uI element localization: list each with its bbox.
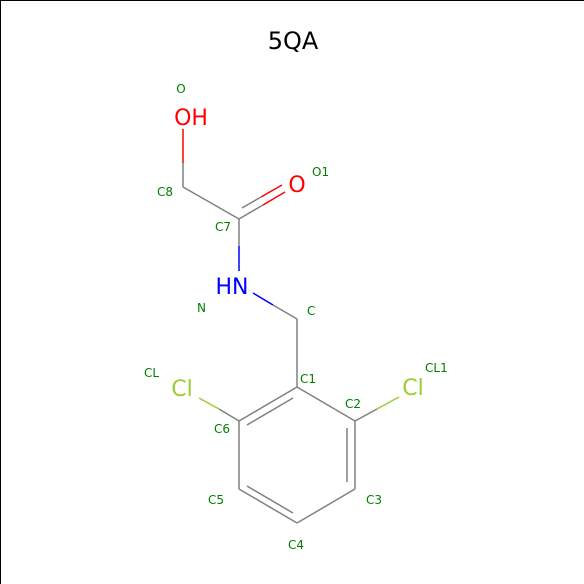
bond-c4-c5-inner — [246, 485, 294, 514]
amine-label: HN — [216, 275, 249, 300]
index-label-cl: CL — [144, 366, 159, 380]
molecule-title: 5QA — [267, 27, 319, 55]
bond-c6-cl-grey — [218, 408, 240, 422]
bond-n-c-grey — [272, 304, 298, 320]
index-label-c3: C3 — [366, 493, 382, 507]
chlorine-right-label: Cl — [402, 376, 423, 401]
bond-c1-c2 — [296, 386, 356, 422]
bond-c7-o1-b-grey — [241, 196, 262, 209]
bond-c7-o1-a-red — [262, 191, 286, 206]
index-label-c: C — [307, 304, 315, 318]
bond-c3-c4 — [296, 488, 356, 524]
chlorine-left-label: Cl — [171, 377, 192, 402]
bonds — [182, 129, 400, 524]
bond-c2-cl1-green — [376, 396, 400, 410]
index-label-c5: C5 — [208, 493, 224, 507]
bond-c6-c1-inner — [246, 397, 294, 426]
index-label-c4: C4 — [288, 538, 304, 552]
bond-c2-cl1-grey — [354, 408, 378, 422]
index-label-n: N — [197, 301, 206, 315]
index-label-o1: O1 — [312, 165, 329, 179]
index-label-c2: C2 — [345, 397, 361, 411]
bond-c6-c1 — [238, 386, 298, 422]
index-label-c7: C7 — [215, 220, 231, 234]
carbonyl-oxygen-label: O — [288, 173, 305, 198]
bond-c6-cl-green — [198, 397, 220, 410]
index-label-cl1: CL1 — [425, 361, 448, 375]
bond-c8-c7 — [182, 186, 240, 220]
atom-labels: OH O HN Cl Cl — [171, 106, 423, 402]
bond-c7-o1-b-red — [260, 184, 283, 198]
index-label-c6: C6 — [214, 422, 230, 436]
bond-n-c-blue — [252, 292, 274, 306]
bond-c4-c5 — [238, 488, 298, 524]
bond-c7-o1-a-grey — [238, 204, 264, 220]
index-label-c1: C1 — [300, 372, 316, 386]
hydroxyl-label: OH — [174, 106, 208, 131]
index-labels: O O1 C8 C7 N C CL CL1 C1 C2 C6 C5 C3 C4 — [144, 82, 448, 552]
index-label-c8: C8 — [157, 185, 173, 199]
index-label-o: O — [176, 82, 185, 96]
